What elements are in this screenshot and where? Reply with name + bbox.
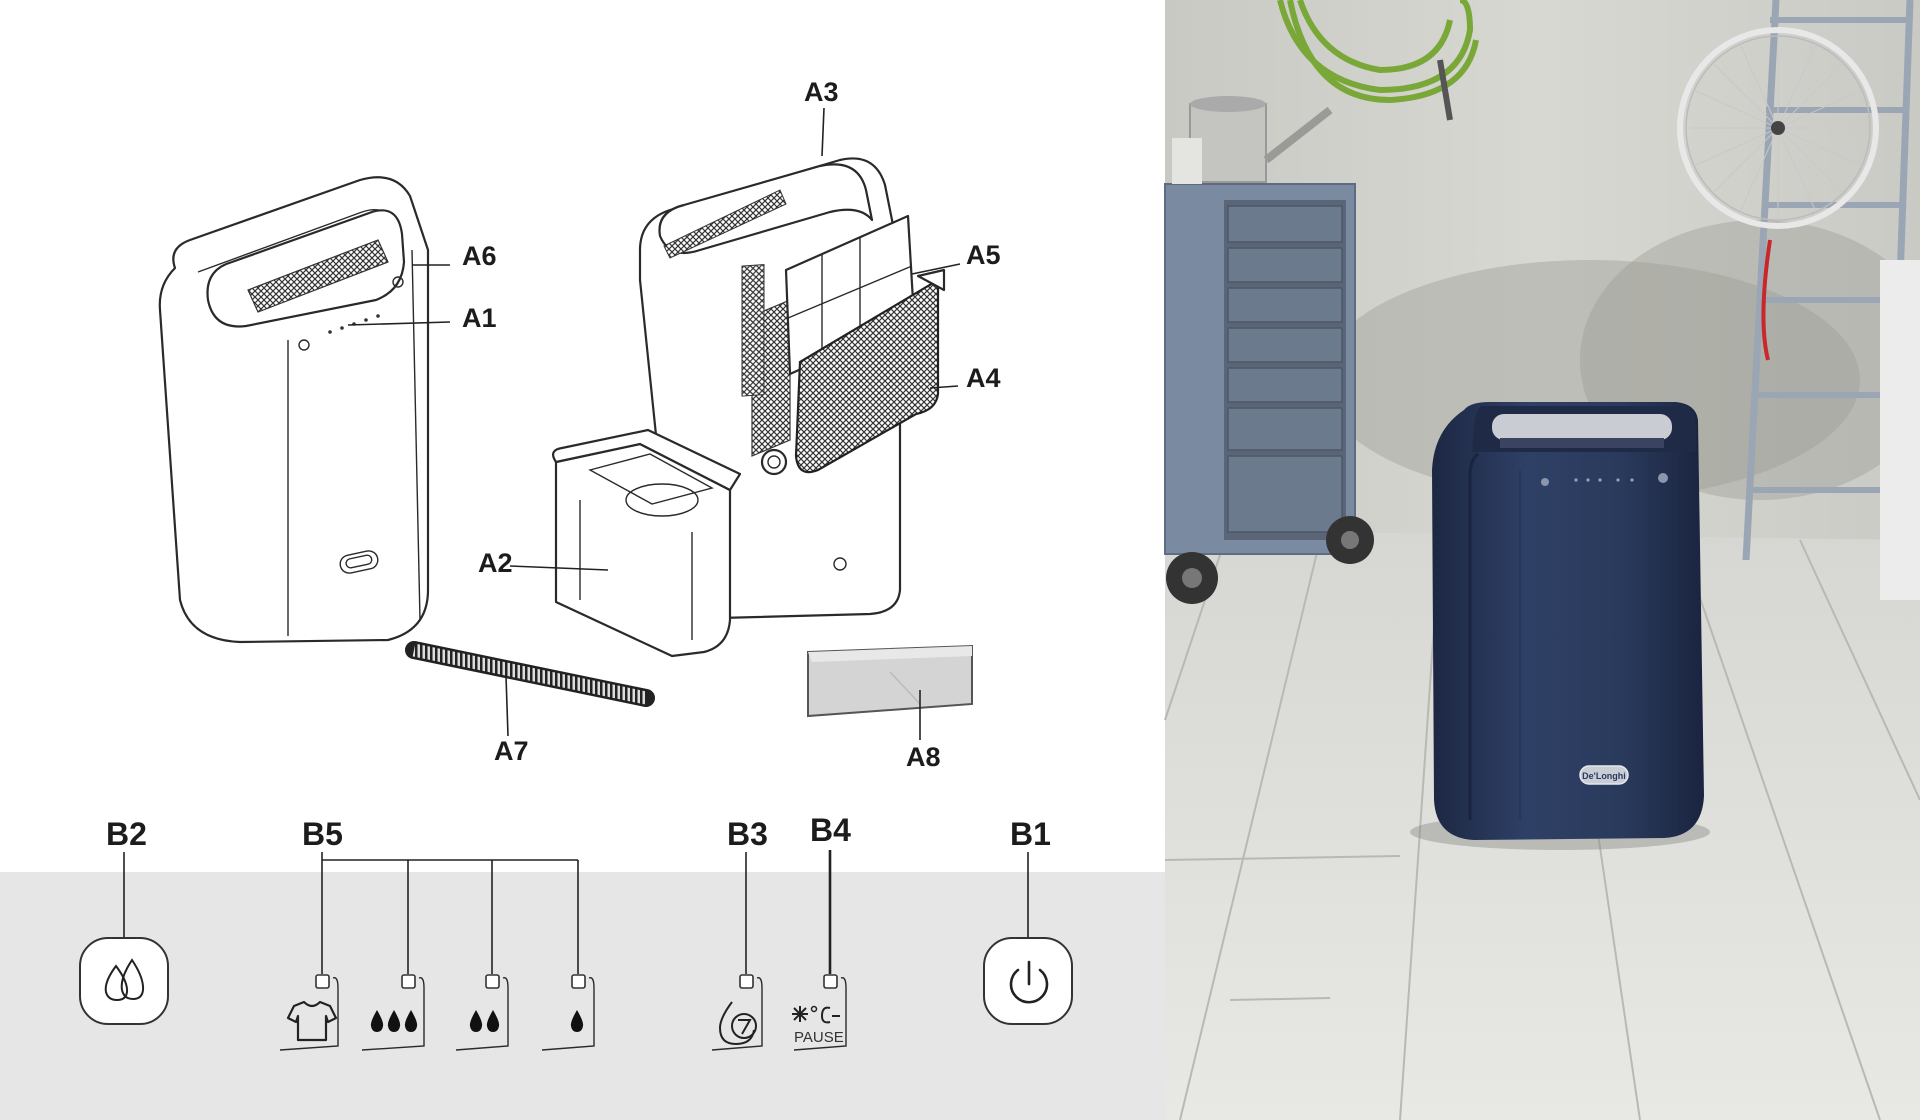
drop-timer-icon xyxy=(718,1001,757,1046)
label-a7: A7 xyxy=(494,736,529,766)
tool-cart xyxy=(1164,183,1374,604)
indicator-led-timer xyxy=(739,974,754,989)
dehumidifier-photo-unit: De'Longhi xyxy=(1432,402,1704,840)
two-drops-icon xyxy=(469,1010,500,1032)
snowflake-temperature-icon xyxy=(792,1005,840,1024)
water-tank-drawing xyxy=(552,428,742,658)
label-b3: B3 xyxy=(727,816,768,852)
label-a3: A3 xyxy=(804,77,839,107)
shirt-icon xyxy=(286,1000,338,1042)
control-panel-background xyxy=(0,872,1165,1120)
label-b2: B2 xyxy=(106,816,147,852)
label-a8: A8 xyxy=(906,742,941,772)
indicator-led-antifrost xyxy=(823,974,838,989)
label-b1: B1 xyxy=(1010,816,1051,852)
brand-badge xyxy=(1579,765,1629,785)
label-a4: A4 xyxy=(966,363,1001,393)
watering-can xyxy=(1172,96,1333,184)
drain-hose-drawing xyxy=(405,641,655,707)
b4-antifrost-indicator: PAUSE xyxy=(792,974,847,1051)
indicator-led-high xyxy=(401,974,416,989)
bucket xyxy=(1880,260,1920,600)
indicator-led-laundry xyxy=(315,974,330,989)
b3-timer-indicator xyxy=(711,974,763,1051)
indicator-led-low xyxy=(571,974,586,989)
garden-hose xyxy=(1277,0,1479,121)
indicator-led-medium xyxy=(485,974,500,989)
label-b5: B5 xyxy=(302,816,343,852)
b2-water-button[interactable] xyxy=(79,937,169,1025)
three-drops-icon xyxy=(370,1010,418,1032)
power-icon xyxy=(1009,960,1049,1004)
panel-leader-lines xyxy=(123,850,1029,974)
label-a1: A1 xyxy=(462,303,497,333)
label-a2: A2 xyxy=(478,548,513,578)
dehumidifier-front-drawing xyxy=(158,176,430,644)
product-photo: De'Longhi xyxy=(1164,0,1920,1120)
water-drops-icon xyxy=(104,958,145,1002)
label-a5: A5 xyxy=(966,240,1001,270)
label-b4: B4 xyxy=(810,812,851,848)
part-leader-lines xyxy=(347,107,961,740)
b5-humidity-mode-indicators xyxy=(279,974,595,1051)
one-drop-icon xyxy=(570,1010,584,1032)
brand-badge-text: De'Longhi xyxy=(1582,771,1626,781)
filter-drawing xyxy=(807,644,973,718)
label-a6: A6 xyxy=(462,241,497,271)
b1-power-button[interactable] xyxy=(983,937,1073,1025)
bicycle-wheel xyxy=(1677,27,1879,229)
pause-text: PAUSE xyxy=(794,1029,844,1046)
